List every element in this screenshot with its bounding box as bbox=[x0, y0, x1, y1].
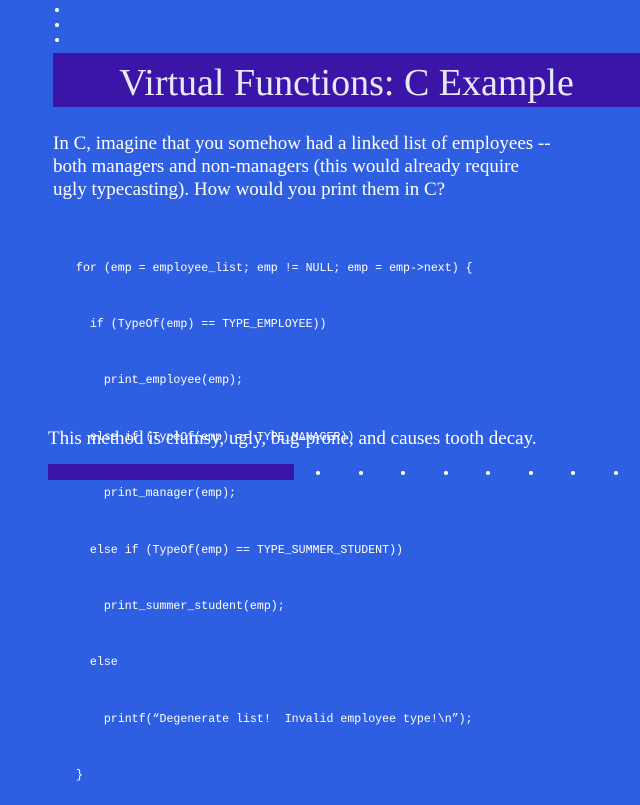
code-line: for (emp = employee_list; emp != NULL; e… bbox=[76, 261, 473, 275]
decorative-dot bbox=[316, 471, 320, 475]
decorative-dot bbox=[486, 471, 490, 475]
decorative-dot bbox=[55, 8, 59, 12]
code-line: printf(“Degenerate list! Invalid employe… bbox=[76, 712, 473, 726]
decorative-dot bbox=[528, 471, 533, 475]
intro-line: In C, imagine that you somehow had a lin… bbox=[53, 133, 551, 154]
code-line: else bbox=[76, 656, 118, 670]
bottom-decorative-dots bbox=[316, 471, 640, 475]
code-line: if (TypeOf(emp) == TYPE_EMPLOYEE)) bbox=[76, 317, 327, 331]
decorative-dot bbox=[443, 471, 448, 475]
code-line: print_employee(emp); bbox=[76, 374, 243, 388]
decorative-dot bbox=[55, 23, 59, 27]
title-bar: Virtual Functions: C Example bbox=[53, 53, 640, 107]
decorative-dot bbox=[358, 471, 363, 475]
bottom-accent-bar bbox=[48, 464, 294, 480]
code-block: for (emp = employee_list; emp != NULL; e… bbox=[76, 222, 473, 805]
intro-paragraph: In C, imagine that you somehow had a lin… bbox=[53, 132, 628, 201]
intro-line: ugly typecasting). How would you print t… bbox=[53, 179, 446, 200]
top-left-decorative-dots bbox=[55, 8, 61, 53]
conclusion-text: This method is clumsy, ugly, bug-prone, … bbox=[48, 428, 537, 449]
decorative-dot bbox=[55, 38, 59, 42]
code-line: print_summer_student(emp); bbox=[76, 599, 285, 613]
code-line: } bbox=[76, 769, 83, 783]
code-line: print_manager(emp); bbox=[76, 487, 237, 501]
code-line: else if (TypeOf(emp) == TYPE_MANAGER)) bbox=[76, 430, 355, 444]
intro-line: both managers and non-managers (this wou… bbox=[53, 156, 519, 177]
decorative-dot bbox=[401, 471, 405, 475]
slide-title: Virtual Functions: C Example bbox=[119, 62, 574, 104]
decorative-dot bbox=[613, 471, 618, 475]
decorative-dot bbox=[571, 471, 575, 475]
code-line: else if (TypeOf(emp) == TYPE_SUMMER_STUD… bbox=[76, 543, 403, 557]
